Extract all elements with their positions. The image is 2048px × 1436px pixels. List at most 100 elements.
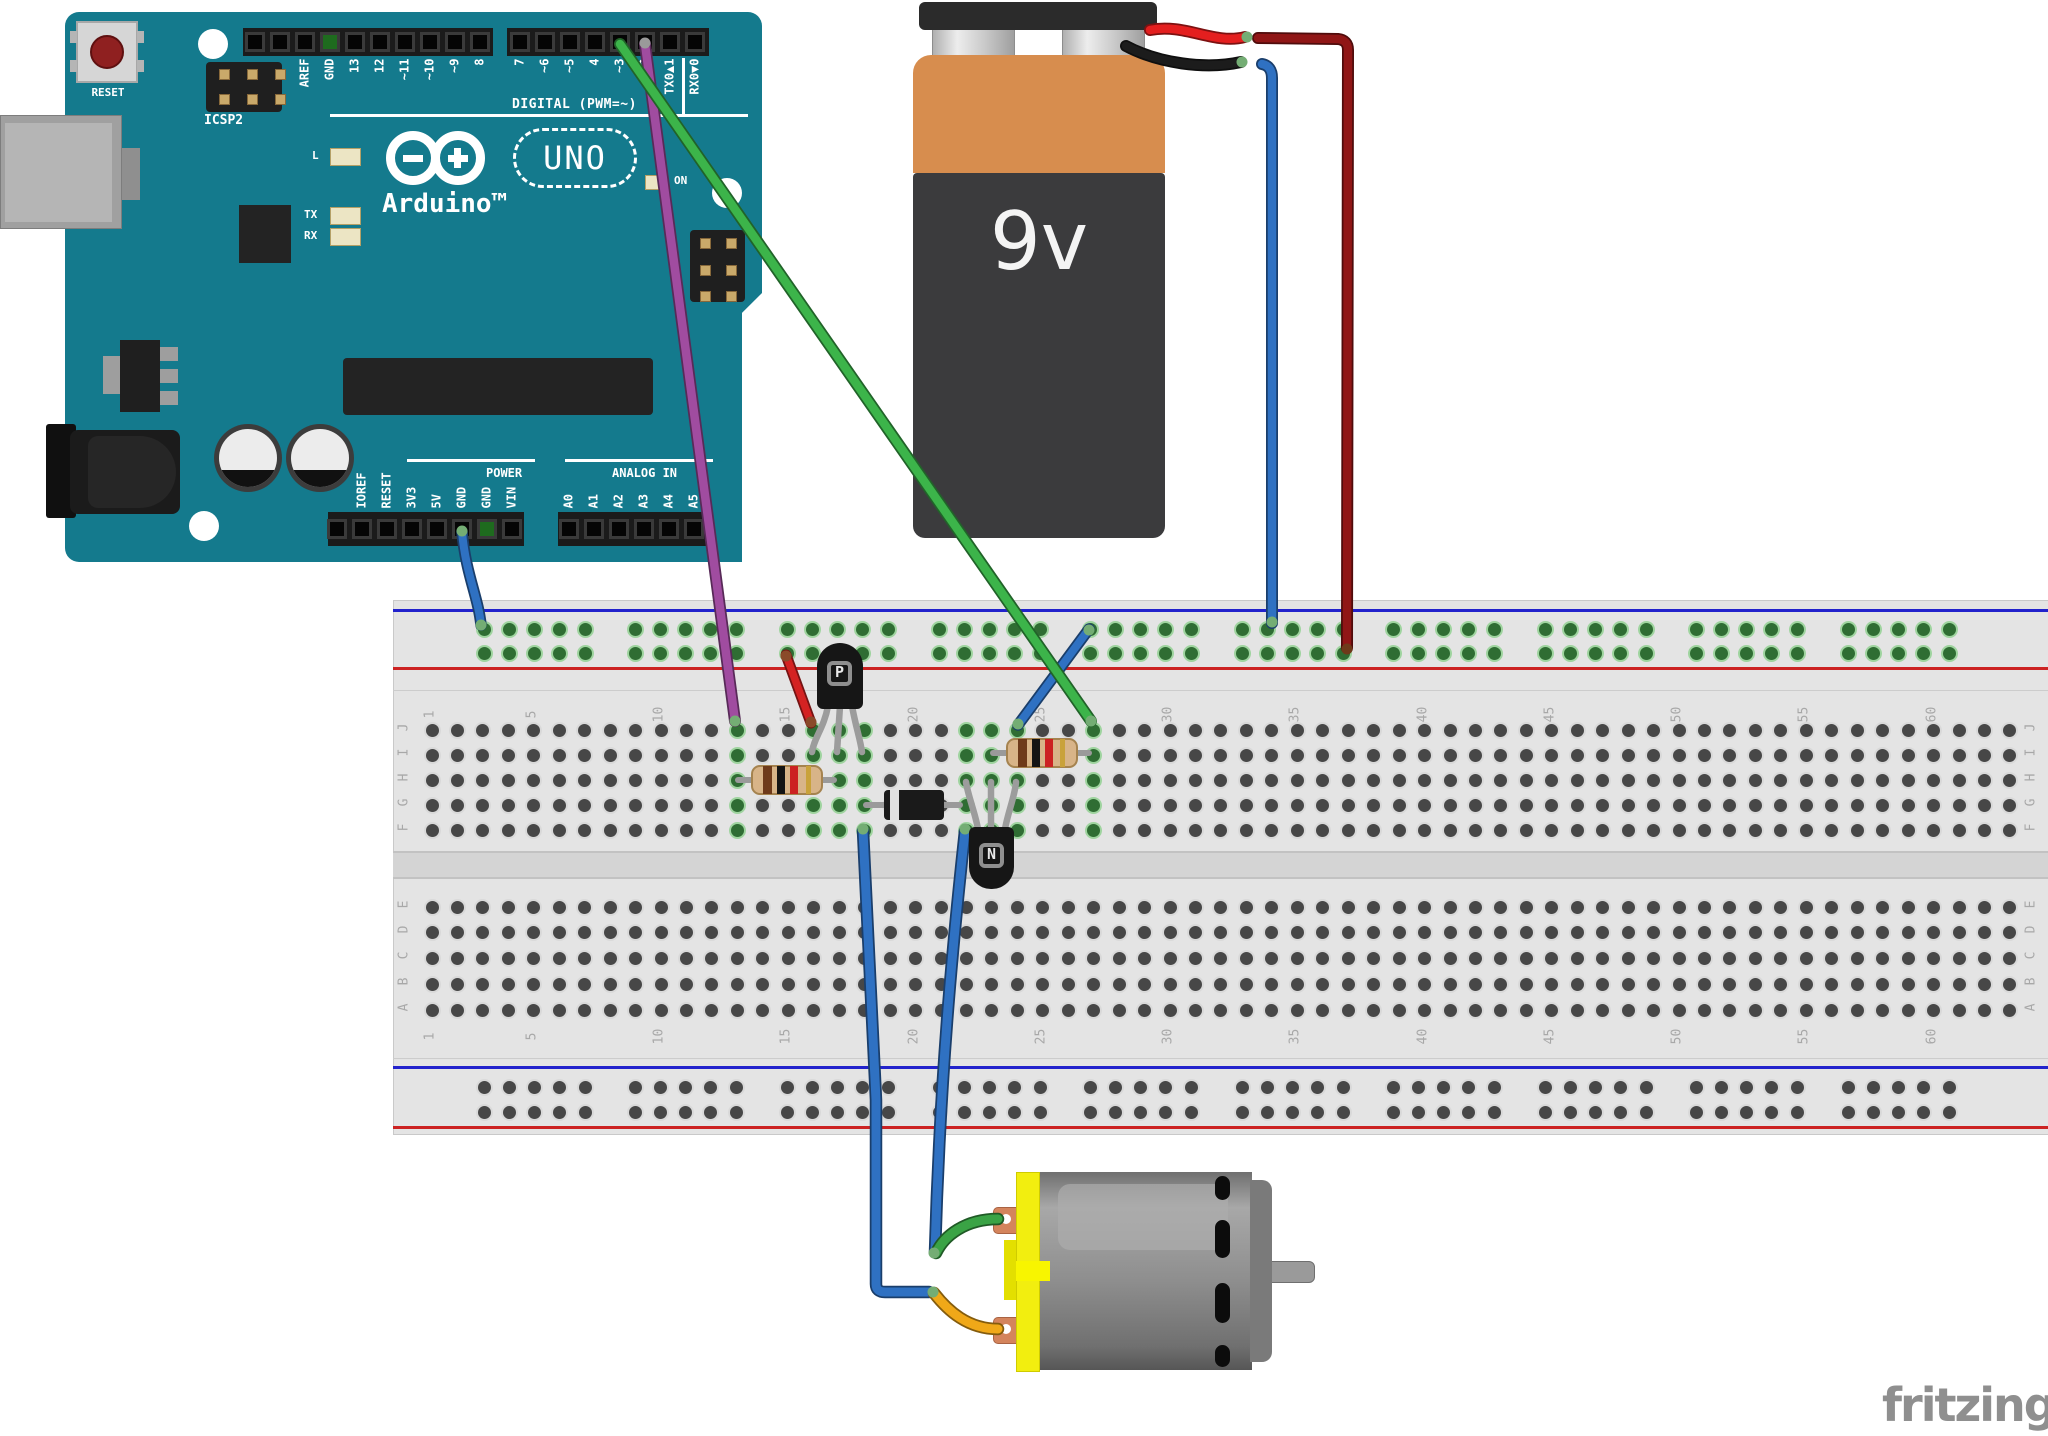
breadboard-hole[interactable] bbox=[1008, 771, 1026, 789]
breadboard-hole[interactable] bbox=[1212, 796, 1230, 814]
breadboard-hole[interactable] bbox=[1034, 923, 1052, 941]
breadboard-hole[interactable] bbox=[754, 898, 772, 916]
breadboard-hole[interactable] bbox=[1950, 949, 1968, 967]
breadboard-hole[interactable] bbox=[1721, 721, 1739, 739]
breadboard-hole[interactable] bbox=[1339, 1001, 1357, 1019]
breadboard-hole[interactable] bbox=[1492, 1001, 1510, 1019]
breadboard-hole[interactable] bbox=[1619, 898, 1637, 916]
breadboard-hole[interactable] bbox=[1334, 1103, 1352, 1121]
breadboard-hole[interactable] bbox=[1696, 746, 1713, 764]
breadboard-hole[interactable] bbox=[423, 821, 441, 839]
breadboard-hole[interactable] bbox=[1823, 821, 1841, 839]
breadboard-hole[interactable] bbox=[1161, 771, 1179, 789]
breadboard-hole[interactable] bbox=[1517, 898, 1535, 916]
breadboard-hole[interactable] bbox=[526, 620, 544, 638]
digital-pin[interactable] bbox=[320, 32, 340, 52]
breadboard-hole[interactable] bbox=[1738, 644, 1756, 662]
breadboard-hole[interactable] bbox=[1890, 644, 1908, 662]
breadboard-hole[interactable] bbox=[1085, 771, 1103, 789]
breadboard-hole[interactable] bbox=[1492, 796, 1510, 814]
breadboard-hole[interactable] bbox=[703, 721, 721, 739]
breadboard-hole[interactable] bbox=[1288, 821, 1306, 839]
breadboard-hole[interactable] bbox=[1594, 821, 1612, 839]
breadboard-hole[interactable] bbox=[1132, 620, 1150, 638]
breadboard-hole[interactable] bbox=[854, 620, 872, 638]
breadboard-hole[interactable] bbox=[1772, 898, 1790, 916]
breadboard-hole[interactable] bbox=[1460, 644, 1478, 662]
breadboard-hole[interactable] bbox=[1384, 1078, 1402, 1096]
breadboard-hole[interactable] bbox=[1390, 746, 1408, 764]
breadboard-hole[interactable] bbox=[932, 746, 950, 764]
breadboard-hole[interactable] bbox=[1466, 746, 1484, 764]
breadboard-hole[interactable] bbox=[932, 975, 950, 993]
breadboard-hole[interactable] bbox=[1746, 975, 1764, 993]
breadboard-hole[interactable] bbox=[932, 721, 950, 739]
breadboard-hole[interactable] bbox=[550, 796, 568, 814]
breadboard-hole[interactable] bbox=[525, 1001, 543, 1019]
breadboard-hole[interactable] bbox=[499, 923, 517, 941]
breadboard-hole[interactable] bbox=[1915, 644, 1933, 662]
breadboard-hole[interactable] bbox=[754, 721, 772, 739]
breadboard-hole[interactable] bbox=[1288, 721, 1306, 739]
breadboard-hole[interactable] bbox=[727, 620, 745, 638]
breadboard-hole[interactable] bbox=[1460, 1103, 1478, 1121]
breadboard-hole[interactable] bbox=[856, 1001, 874, 1019]
breadboard-hole[interactable] bbox=[1390, 1001, 1408, 1019]
breadboard-hole[interactable] bbox=[754, 821, 772, 839]
analog-pin[interactable] bbox=[684, 519, 704, 539]
breadboard-hole[interactable] bbox=[1823, 746, 1841, 764]
breadboard-hole[interactable] bbox=[1772, 975, 1790, 993]
breadboard-hole[interactable] bbox=[830, 898, 848, 916]
breadboard-hole[interactable] bbox=[1696, 1001, 1713, 1019]
breadboard-hole[interactable] bbox=[779, 949, 797, 967]
breadboard-hole[interactable] bbox=[1288, 949, 1306, 967]
breadboard-hole[interactable] bbox=[1696, 771, 1713, 789]
breadboard-hole[interactable] bbox=[1950, 821, 1968, 839]
breadboard-hole[interactable] bbox=[881, 746, 899, 764]
breadboard-hole[interactable] bbox=[1212, 923, 1230, 941]
breadboard-hole[interactable] bbox=[678, 796, 695, 814]
breadboard-hole[interactable] bbox=[627, 821, 645, 839]
breadboard-hole[interactable] bbox=[1492, 975, 1510, 993]
breadboard-hole[interactable] bbox=[830, 721, 848, 739]
breadboard-hole[interactable] bbox=[627, 898, 645, 916]
breadboard-hole[interactable] bbox=[1975, 898, 1993, 916]
breadboard-hole[interactable] bbox=[1409, 1078, 1427, 1096]
breadboard-hole[interactable] bbox=[1637, 1078, 1655, 1096]
breadboard-hole[interactable] bbox=[1890, 1078, 1908, 1096]
breadboard-hole[interactable] bbox=[1899, 796, 1917, 814]
breadboard-hole[interactable] bbox=[1059, 721, 1077, 739]
breadboard-hole[interactable] bbox=[1925, 821, 1943, 839]
breadboard-hole[interactable] bbox=[448, 975, 466, 993]
breadboard-hole[interactable] bbox=[1157, 1078, 1175, 1096]
breadboard-hole[interactable] bbox=[499, 796, 517, 814]
breadboard-hole[interactable] bbox=[1517, 1001, 1535, 1019]
breadboard-hole[interactable] bbox=[1485, 1103, 1503, 1121]
breadboard-hole[interactable] bbox=[1365, 923, 1383, 941]
breadboard-hole[interactable] bbox=[1485, 1078, 1503, 1096]
breadboard-hole[interactable] bbox=[1594, 949, 1612, 967]
breadboard-hole[interactable] bbox=[1645, 821, 1663, 839]
breadboard-hole[interactable] bbox=[1950, 1001, 1968, 1019]
breadboard-hole[interactable] bbox=[854, 1103, 872, 1121]
breadboard-hole[interactable] bbox=[1899, 1001, 1917, 1019]
breadboard-hole[interactable] bbox=[1874, 898, 1892, 916]
breadboard-hole[interactable] bbox=[1008, 721, 1026, 739]
breadboard-hole[interactable] bbox=[856, 949, 874, 967]
breadboard-hole[interactable] bbox=[1110, 923, 1128, 941]
breadboard-hole[interactable] bbox=[1721, 821, 1739, 839]
breadboard-hole[interactable] bbox=[879, 644, 897, 662]
breadboard-hole[interactable] bbox=[1106, 1078, 1124, 1096]
breadboard-hole[interactable] bbox=[1106, 1103, 1124, 1121]
breadboard-hole[interactable] bbox=[1738, 1078, 1756, 1096]
transistor-pnp[interactable] bbox=[817, 643, 863, 709]
breadboard-hole[interactable] bbox=[1409, 1103, 1427, 1121]
breadboard-hole[interactable] bbox=[907, 746, 925, 764]
breadboard-hole[interactable] bbox=[1314, 746, 1332, 764]
breadboard-hole[interactable] bbox=[626, 644, 644, 662]
breadboard-hole[interactable] bbox=[525, 796, 543, 814]
breadboard-hole[interactable] bbox=[1568, 721, 1586, 739]
breadboard-hole[interactable] bbox=[907, 923, 925, 941]
breadboard-hole[interactable] bbox=[1823, 975, 1841, 993]
breadboard-hole[interactable] bbox=[1823, 923, 1841, 941]
